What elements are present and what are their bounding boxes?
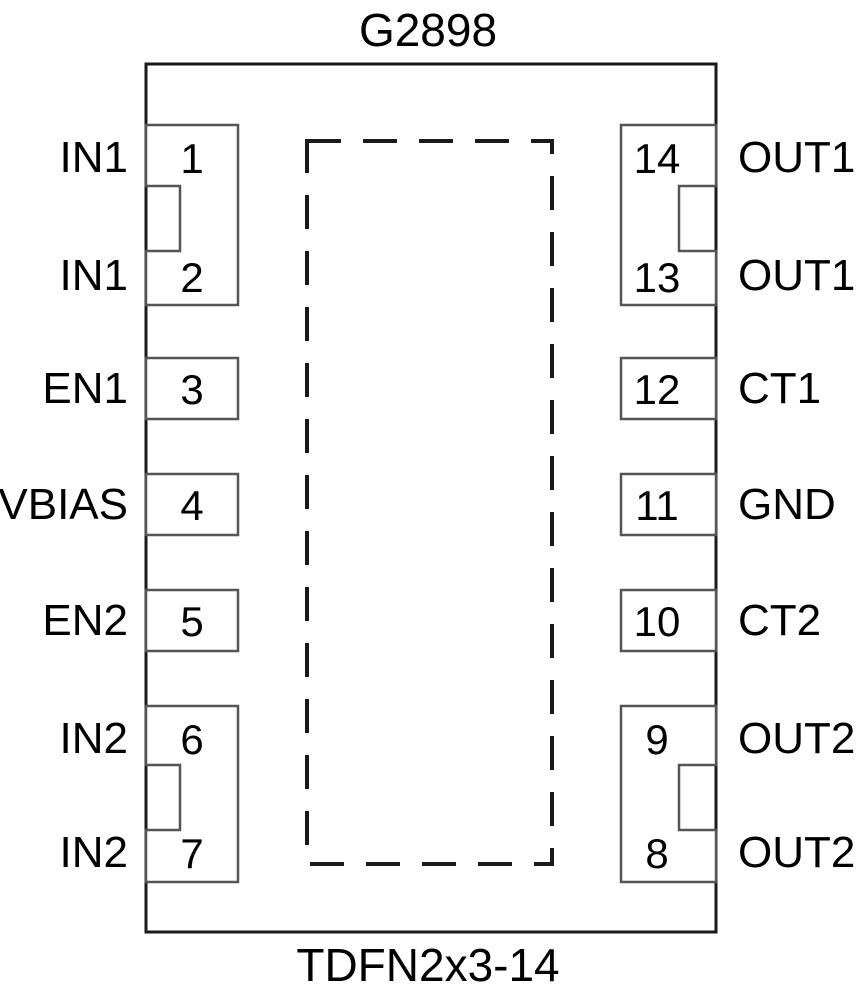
pad-number-14: 14 — [634, 135, 681, 182]
signal-label-pin-8: OUT2 — [738, 828, 856, 877]
pad-4[interactable] — [144, 472, 240, 537]
pad-number-1: 1 — [180, 135, 203, 182]
pad-number-7: 7 — [180, 830, 203, 877]
pad-12[interactable] — [619, 356, 718, 421]
pad-group-14-13[interactable] — [619, 123, 718, 307]
pad-group-1-2[interactable] — [144, 123, 240, 307]
pad-11[interactable] — [619, 472, 718, 537]
signal-label-pin-3: EN1 — [42, 364, 128, 413]
pad-number-9: 9 — [645, 716, 668, 763]
pad-number-3: 3 — [180, 366, 203, 413]
pad-group-9-8[interactable] — [619, 704, 718, 884]
package-type-label: TDFN2x3-14 — [296, 939, 560, 991]
pad-3[interactable] — [144, 356, 240, 421]
signal-label-pin-14: OUT1 — [738, 133, 856, 182]
signal-label-pin-11: GND — [738, 480, 836, 529]
pad-number-6: 6 — [180, 716, 203, 763]
signal-label-pin-13: OUT1 — [738, 251, 856, 300]
pad-number-13: 13 — [634, 254, 681, 301]
pad-number-5: 5 — [180, 598, 203, 645]
pad-number-11: 11 — [635, 482, 679, 529]
pad-number-12: 12 — [634, 366, 681, 413]
signal-label-pin-12: CT1 — [738, 364, 822, 413]
pad-number-2: 2 — [180, 254, 203, 301]
thermal-pad-dashed-outline — [305, 139, 554, 866]
signal-label-pin-4: VBIAS — [0, 480, 128, 529]
signal-label-pin-5: EN2 — [42, 596, 128, 645]
pad-group-6-7[interactable] — [144, 704, 240, 884]
part-number-title: G2898 — [358, 4, 498, 56]
pad-number-10: 10 — [634, 598, 681, 645]
signal-label-pin-10: CT2 — [738, 596, 822, 645]
signal-label-pin-9: OUT2 — [738, 714, 856, 763]
pad-number-4: 4 — [180, 482, 203, 529]
pad-5[interactable] — [144, 588, 240, 653]
signal-label-pin-7: IN2 — [59, 828, 128, 877]
signal-label-pin-1: IN1 — [59, 133, 128, 182]
pad-10[interactable] — [619, 588, 718, 653]
signal-label-pin-2: IN1 — [59, 251, 128, 300]
pad-number-8: 8 — [645, 830, 668, 877]
signal-label-pin-6: IN2 — [59, 714, 128, 763]
